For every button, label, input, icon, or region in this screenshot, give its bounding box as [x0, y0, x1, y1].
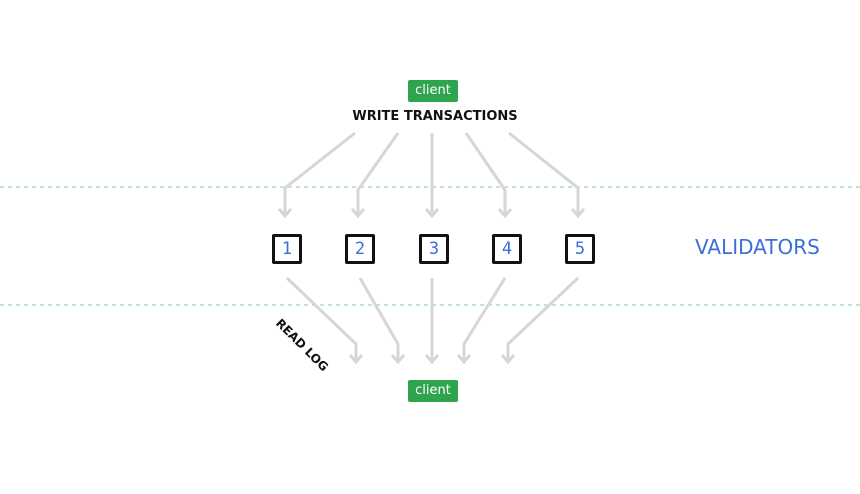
write-arrowhead-3 [424, 208, 440, 219]
read-arrowhead-1 [348, 354, 364, 365]
write-arrow-1 [283, 131, 356, 216]
write-arrowhead-5 [570, 208, 586, 219]
read-arrow-2 [358, 277, 400, 362]
validators-label: VALIDATORS [695, 235, 820, 259]
validator-node-4: 4 [492, 234, 522, 264]
validator-node-2: 2 [345, 234, 375, 264]
client-top-badge: client [408, 80, 458, 102]
validator-node-3: 3 [419, 234, 449, 264]
client-bottom-badge: client [408, 380, 458, 402]
read-arrowhead-5 [500, 354, 516, 365]
write-arrowhead-4 [497, 208, 513, 219]
read-arrowhead-2 [390, 354, 406, 365]
validator-node-5: 5 [565, 234, 595, 264]
read-arrow-1 [285, 276, 358, 362]
write-arrowhead-2 [350, 208, 366, 219]
write-arrow-5 [508, 131, 580, 216]
write-arrows [277, 131, 586, 219]
read-arrowhead-4 [456, 354, 472, 365]
read-arrows [285, 276, 580, 365]
read-arrow-4 [462, 277, 507, 362]
write-arrowhead-1 [277, 208, 293, 219]
write-arrow-4 [464, 132, 507, 216]
read-arrow-5 [506, 276, 580, 362]
write-arrow-2 [356, 132, 400, 216]
validator-node-1: 1 [272, 234, 302, 264]
write-transactions-label: WRITE TRANSACTIONS [346, 103, 524, 131]
read-arrowhead-3 [424, 354, 440, 365]
